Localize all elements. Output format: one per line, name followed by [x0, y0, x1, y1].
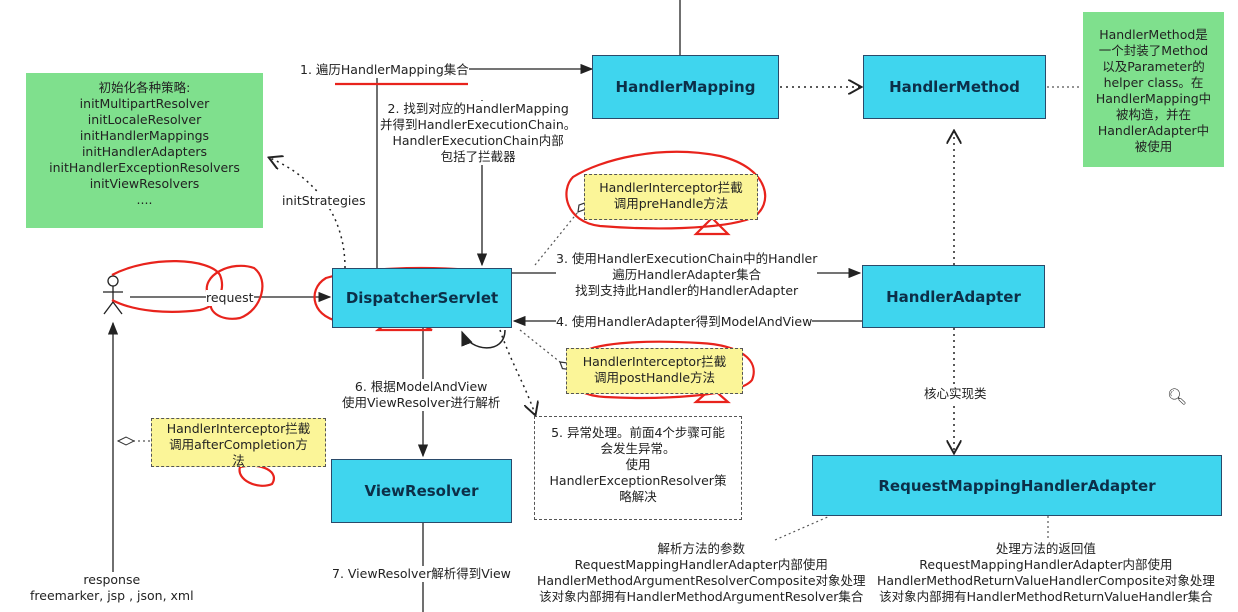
step4-label: 4. 使用HandlerAdapter得到ModelAndView [556, 314, 813, 330]
note-line: 法 [232, 453, 245, 468]
step1-label: 1. 遍历HandlerMapping集合 [300, 62, 469, 78]
core-impl-label: 核心实现类 [924, 386, 987, 402]
label-line: 并得到HandlerExecutionChain。 [380, 117, 577, 132]
step3-label: 3. 使用HandlerExecutionChain中的Handler 遍历Ha… [556, 251, 818, 299]
response-label: response freemarker, jsp , json, xml [30, 572, 194, 604]
note-line: 以及Parameter的 [1102, 59, 1205, 74]
dispatcher-servlet-box[interactable]: DispatcherServlet [332, 268, 512, 328]
label-line: HandlerExecutionChain内部 [392, 133, 564, 148]
handler-method-note: HandlerMethod是 一个封装了Method 以及Parameter的 … [1083, 12, 1224, 167]
note-line: initMultipartResolver [79, 96, 210, 111]
note-line: HandlerMapping中 [1095, 91, 1212, 106]
label-line: 找到支持此Handler的HandlerAdapter [575, 283, 799, 298]
note-line: 略解决 [619, 489, 657, 504]
argument-resolver-note: 解析方法的参数 RequestMappingHandlerAdapter内部使用… [537, 541, 866, 605]
note-line: HandlerExceptionResolver策 [549, 473, 727, 488]
label-line: RequestMappingHandlerAdapter内部使用 [574, 557, 828, 572]
note-line: 调用preHandle方法 [613, 196, 729, 211]
handler-adapter-box[interactable]: HandlerAdapter [862, 265, 1045, 328]
label-line: 包括了拦截器 [440, 149, 516, 164]
note-line: HandlerMethod是 [1099, 27, 1208, 42]
handler-method-box[interactable]: HandlerMethod [863, 55, 1046, 119]
label-line: 处理方法的返回值 [995, 541, 1096, 556]
label-line: 该对象内部拥有HandlerMethodReturnValueHandler集合 [879, 589, 1213, 604]
note-line: initHandlerExceptionResolvers [49, 160, 240, 175]
note-line: HandlerInterceptor拦截 [599, 180, 743, 195]
note-line: 被构造，并在 [1115, 107, 1191, 122]
note-line: 被使用 [1134, 139, 1173, 154]
request-mapping-handler-adapter-box[interactable]: RequestMappingHandlerAdapter [812, 455, 1222, 516]
init-strategies-label: initStrategies [282, 193, 366, 209]
note-line: initHandlerMappings [79, 128, 210, 143]
note-line: 会发生异常。 [600, 441, 676, 456]
note-line: 调用postHandle方法 [593, 370, 716, 385]
init-strategies-note: 初始化各种策略: initMultipartResolver initLocal… [26, 73, 263, 228]
zoom-out-icon[interactable]: 🔍︎ [1167, 387, 1188, 406]
view-resolver-box[interactable]: ViewResolver [331, 459, 512, 523]
label-line: response [83, 572, 141, 587]
note-line: HandlerInterceptor拦截 [166, 421, 311, 436]
note-line: 使用 [625, 457, 651, 472]
label-line: 该对象内部拥有HandlerMethodArgumentResolver集合 [539, 589, 864, 604]
note-line: helper class。在 [1103, 75, 1204, 90]
note-line: 5. 异常处理。前面4个步骤可能 [551, 425, 725, 440]
label-line: HandlerMethodReturnValueHandlerComposite… [877, 573, 1215, 588]
handler-mapping-box[interactable]: HandlerMapping [592, 55, 779, 119]
note-line: HandlerInterceptor拦截 [582, 354, 727, 369]
step2-label: 2. 找到对应的HandlerMapping 并得到HandlerExecuti… [380, 101, 577, 165]
label-line: 2. 找到对应的HandlerMapping [387, 101, 569, 116]
interceptor-prehandle-note: HandlerInterceptor拦截 调用preHandle方法 [584, 174, 758, 220]
label-line: 6. 根据ModelAndView [354, 379, 488, 394]
label-line: HandlerMethodArgumentResolverComposite对象… [537, 573, 866, 588]
label-line: freemarker, jsp , json, xml [30, 588, 194, 603]
note-line: initHandlerAdapters [81, 144, 208, 159]
request-label: request [206, 290, 254, 306]
note-line: 调用afterCompletion方 [169, 437, 308, 452]
label-line: 遍历HandlerAdapter集合 [612, 267, 762, 282]
label-line: 解析方法的参数 [657, 541, 746, 556]
note-line: .... [136, 192, 153, 207]
return-value-handler-note: 处理方法的返回值 RequestMappingHandlerAdapter内部使… [877, 541, 1215, 605]
interceptor-aftercompletion-note: HandlerInterceptor拦截 调用afterCompletion方 … [151, 418, 326, 468]
note-line: initLocaleResolver [87, 112, 202, 127]
label-line: 3. 使用HandlerExecutionChain中的Handler [556, 251, 818, 266]
label-line: RequestMappingHandlerAdapter内部使用 [919, 557, 1173, 572]
interceptor-posthandle-note: HandlerInterceptor拦截 调用postHandle方法 [566, 348, 743, 394]
step6-label: 6. 根据ModelAndView 使用ViewResolver进行解析 [342, 379, 501, 411]
label-line: 使用ViewResolver进行解析 [342, 395, 501, 410]
note-line: 初始化各种策略: [98, 80, 191, 95]
exception-handling-note: 5. 异常处理。前面4个步骤可能 会发生异常。 使用 HandlerExcept… [534, 416, 742, 520]
step7-label: 7. ViewResolver解析得到View [332, 566, 511, 582]
note-line: initViewResolvers [89, 176, 200, 191]
note-line: HandlerAdapter中 [1097, 123, 1210, 138]
note-line: 一个封装了Method [1098, 43, 1209, 58]
